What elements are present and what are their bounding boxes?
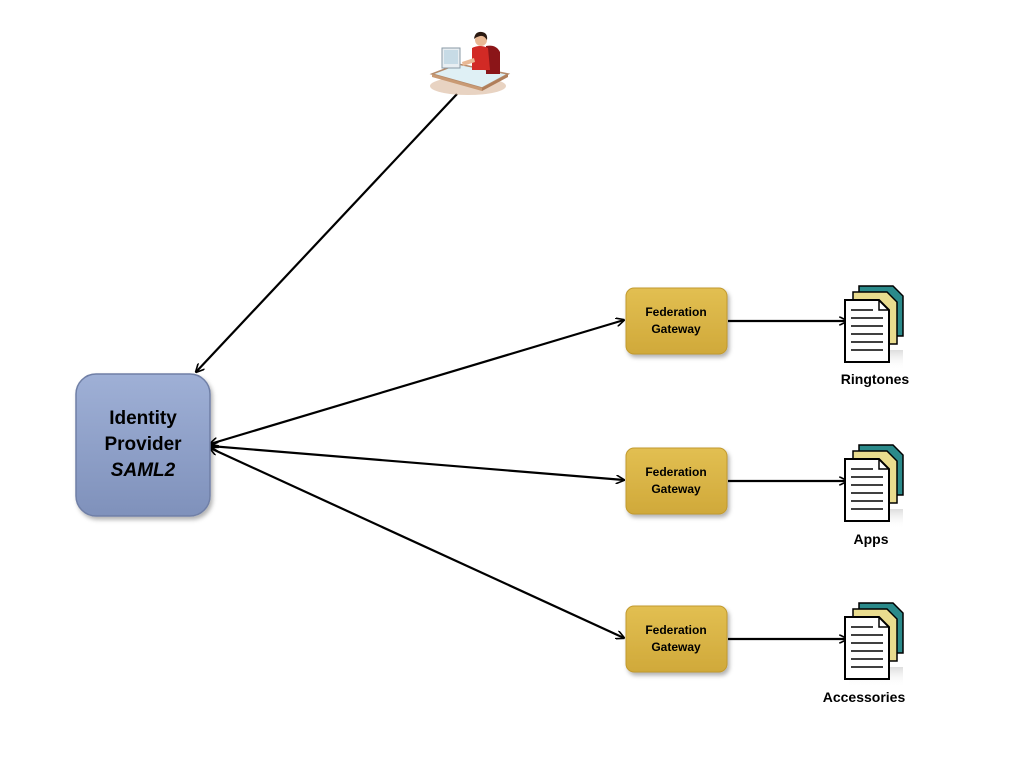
connector-idp-to-gateway-2 — [210, 446, 624, 480]
ringtones-label: Ringtones — [841, 371, 910, 387]
gateway-3-line1: Federation — [645, 623, 706, 637]
gateway-1-line1: Federation — [645, 305, 706, 319]
gateway-3-line2: Gateway — [651, 640, 701, 654]
federation-gateway-3[interactable]: Federation Gateway — [625, 605, 728, 673]
ringtones-documents-icon[interactable] — [844, 285, 904, 370]
federation-gateway-2[interactable]: Federation Gateway — [625, 447, 728, 515]
accessories-documents-icon[interactable] — [844, 602, 904, 687]
accessories-label: Accessories — [823, 689, 906, 705]
apps-documents-icon[interactable] — [844, 444, 904, 529]
identity-provider-protocol: SAML2 — [111, 460, 176, 481]
apps-label: Apps — [854, 531, 889, 547]
gateway-2-line2: Gateway — [651, 482, 701, 496]
connectors — [196, 93, 847, 639]
connector-idp-to-gateway-3 — [210, 448, 624, 638]
identity-provider-line1: Identity — [109, 408, 177, 429]
connector-user-to-idp — [196, 93, 458, 372]
gateway-2-line1: Federation — [645, 465, 706, 479]
gateway-1-line2: Gateway — [651, 322, 701, 336]
federation-gateway-1[interactable]: Federation Gateway — [625, 287, 728, 355]
identity-provider-line2: Provider — [104, 434, 182, 455]
identity-provider-box[interactable]: Identity Provider SAML2 — [75, 373, 211, 517]
user-at-desk-icon[interactable] — [429, 31, 511, 95]
connector-idp-to-gateway-1 — [210, 320, 624, 444]
